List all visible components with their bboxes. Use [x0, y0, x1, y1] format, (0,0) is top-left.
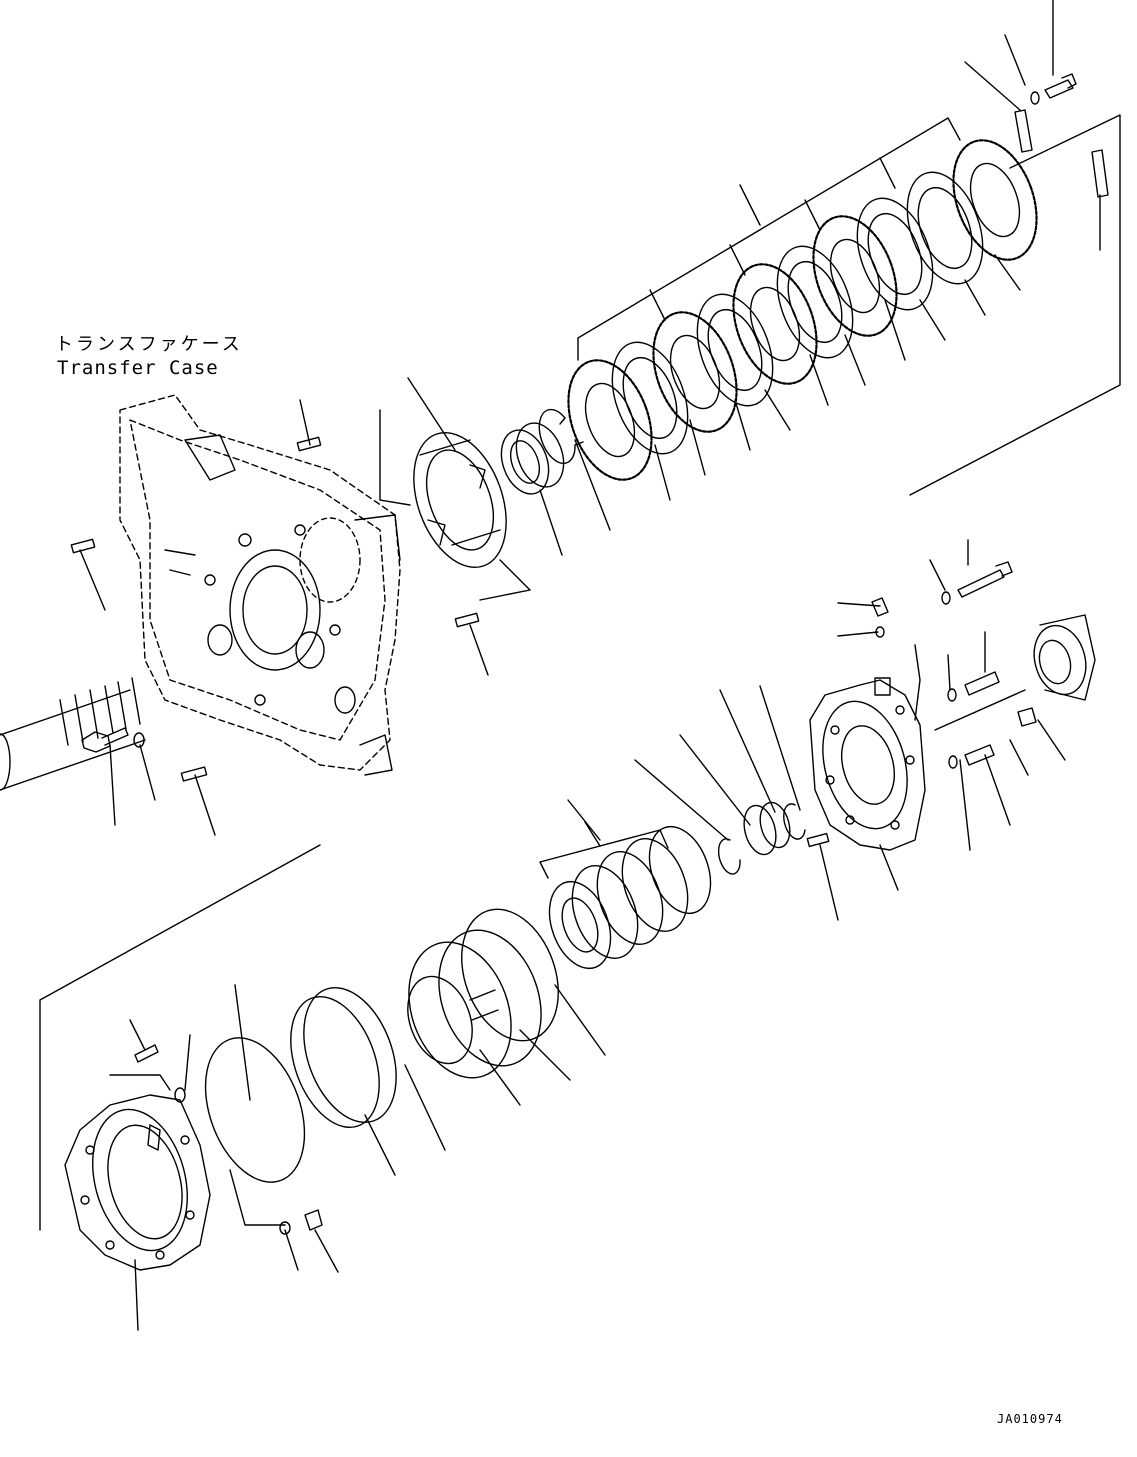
splined-shaft: [0, 678, 145, 790]
flange-coupling: [1027, 615, 1095, 700]
bolt: [135, 1045, 322, 1234]
leader-frame: [40, 845, 320, 1230]
belleville-spring-pack: [538, 818, 721, 977]
stack-bracket: [578, 118, 960, 360]
piston-ring-housing: [397, 420, 524, 580]
lock-plate: [1015, 110, 1108, 197]
dowel-pin: [71, 437, 828, 846]
piston: [391, 916, 559, 1092]
transfer-case-housing: [120, 395, 400, 775]
brake-housing: [65, 1095, 210, 1270]
snap-ring: [719, 799, 805, 874]
separator-plate: [553, 129, 1052, 492]
friction-disc: [598, 162, 997, 464]
leader-lines: [80, 0, 1100, 1330]
seal-ring: [274, 896, 575, 1140]
transfer-case-label-jp: トランスファケース: [55, 334, 243, 355]
o-ring: [187, 1024, 323, 1196]
clutch-plate-stack: [553, 118, 1052, 491]
end-cover: [810, 678, 925, 850]
roller-bearing: [493, 416, 572, 500]
bolt: [872, 562, 1036, 768]
drawing-code: JA010974: [997, 1412, 1063, 1426]
leader-frame: [910, 115, 1120, 495]
bolt: [1031, 74, 1076, 104]
transfer-case-label-en: Transfer Case: [57, 357, 219, 379]
